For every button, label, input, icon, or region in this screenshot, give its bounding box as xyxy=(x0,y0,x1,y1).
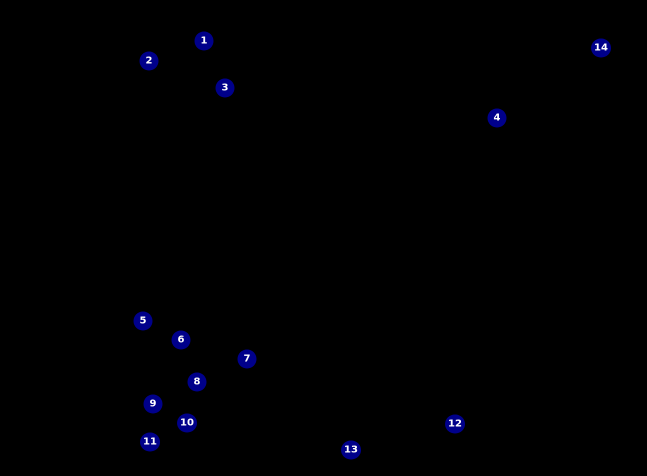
som-marker-13[interactable]: 13 xyxy=(341,440,361,460)
som-marker-1[interactable]: 1 xyxy=(194,31,214,51)
som-marker-10[interactable]: 10 xyxy=(177,413,197,433)
som-marker-2[interactable]: 2 xyxy=(139,51,159,71)
som-marker-4[interactable]: 4 xyxy=(487,108,507,128)
som-marker-6[interactable]: 6 xyxy=(171,330,191,350)
som-marker-14[interactable]: 14 xyxy=(591,38,611,58)
som-marker-3[interactable]: 3 xyxy=(215,78,235,98)
som-marker-11[interactable]: 11 xyxy=(140,432,160,452)
som-marker-12[interactable]: 12 xyxy=(445,414,465,434)
som-marker-8[interactable]: 8 xyxy=(187,372,207,392)
som-marker-7[interactable]: 7 xyxy=(237,349,257,369)
som-marker-9[interactable]: 9 xyxy=(143,394,163,414)
som-marker-5[interactable]: 5 xyxy=(133,311,153,331)
